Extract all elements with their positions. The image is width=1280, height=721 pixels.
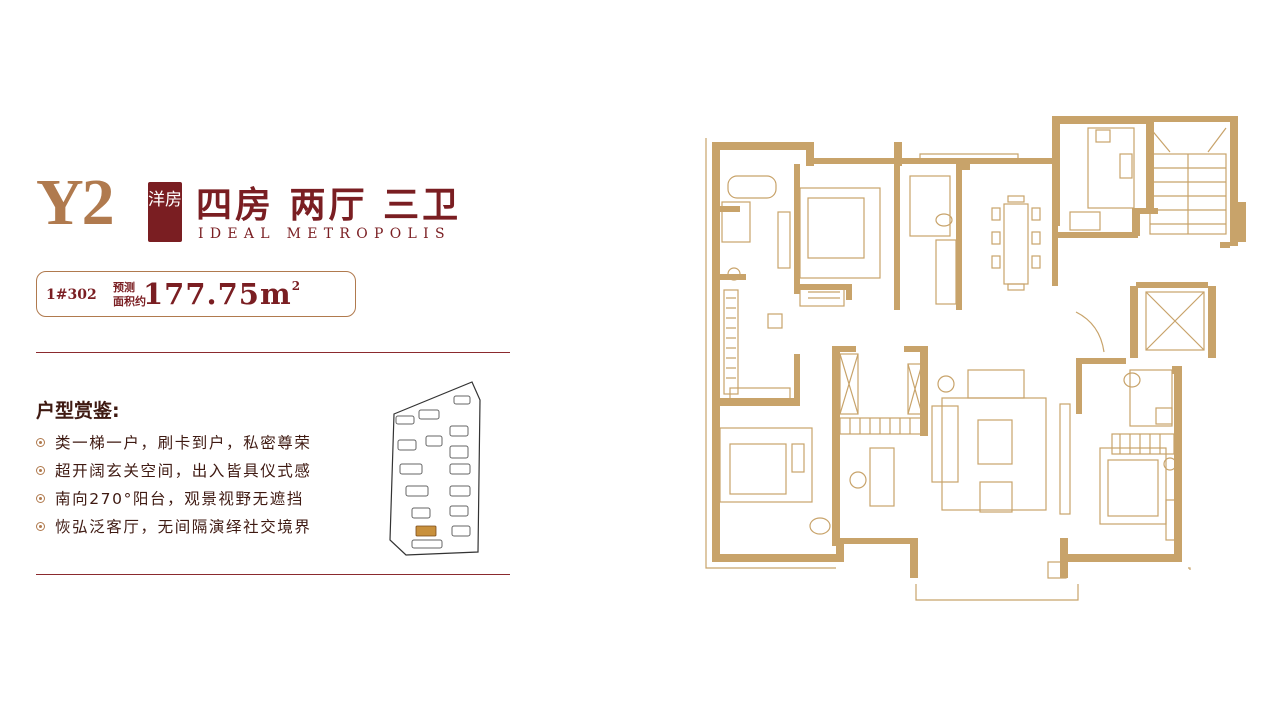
- bullet-icon: [36, 521, 45, 531]
- feature-item: 恢弘泛客厅，无间隔演绎社交境界: [36, 515, 312, 537]
- features-heading: 户型赏鉴:: [36, 400, 120, 422]
- model-code: Y2: [36, 166, 115, 239]
- area-label: 预测 面积约: [113, 281, 146, 309]
- floor-plan-walls: [712, 116, 1246, 578]
- feature-text: 南向270°阳台，观景视野无遮挡: [55, 490, 304, 508]
- bullet-icon: [36, 465, 45, 475]
- floor-plan-diagram: [705, 116, 1246, 601]
- area-label-line1: 预测: [113, 281, 135, 294]
- type-badge: 洋房: [148, 182, 182, 242]
- feature-text: 类一梯一户，刷卡到户，私密尊荣: [55, 434, 312, 452]
- area-value: 177.75m2: [143, 277, 301, 311]
- bullet-icon: [36, 437, 45, 447]
- project-subtitle: IDEAL METROPOLIS: [198, 226, 451, 242]
- area-unit-superscript: 2: [291, 279, 302, 293]
- feature-item: 超开阔玄关空间，出入皆具仪式感: [36, 459, 312, 481]
- floor-plan-fixtures: [705, 127, 1227, 601]
- layout-title: 四房 两厅 三卫: [196, 184, 462, 226]
- feature-item: 南向270°阳台，观景视野无遮挡: [36, 487, 304, 509]
- unit-number: 1#302: [46, 287, 97, 303]
- feature-item: 类一梯一户，刷卡到户，私密尊荣: [36, 431, 312, 453]
- site-plan-map: [389, 381, 481, 556]
- divider-top: [36, 352, 510, 354]
- site-plan-highlight: [415, 525, 437, 537]
- bullet-icon: [36, 493, 45, 503]
- feature-text: 超开阔玄关空间，出入皆具仪式感: [55, 462, 312, 480]
- divider-bottom: [36, 574, 510, 576]
- area-label-line2: 面积约: [113, 295, 146, 308]
- area-number: 177.75m: [143, 277, 292, 311]
- feature-text: 恢弘泛客厅，无间隔演绎社交境界: [55, 518, 312, 536]
- area-box: [36, 271, 356, 317]
